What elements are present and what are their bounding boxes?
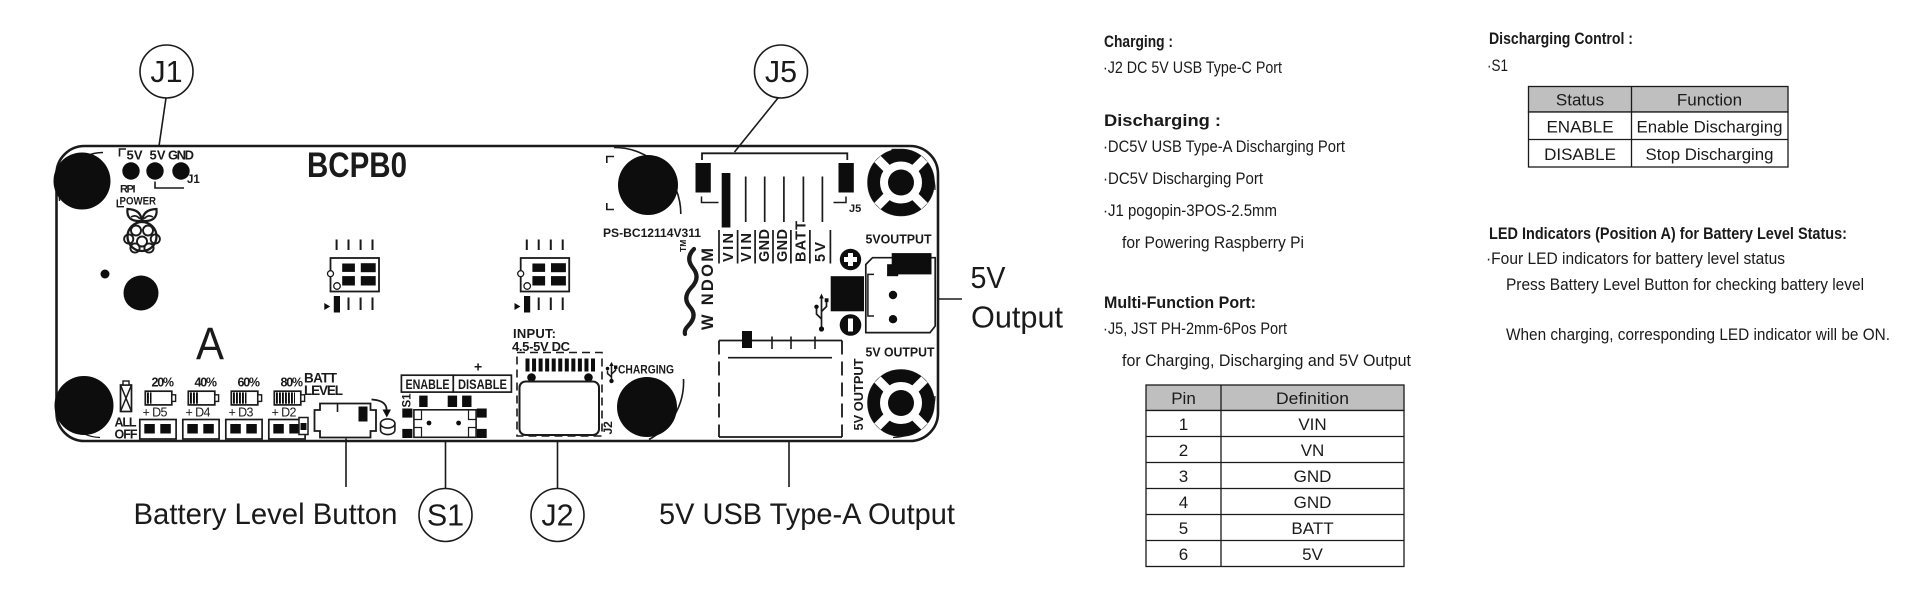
svg-text:INPUT:: INPUT: — [513, 326, 556, 341]
svg-text:Function: Function — [1677, 91, 1742, 110]
svg-text:5V: 5V — [127, 148, 143, 163]
svg-text:LEVEL: LEVEL — [304, 383, 343, 398]
svg-text:5V: 5V — [150, 148, 166, 163]
svg-text:·DC5V USB Type-A Discharging P: ·DC5V USB Type-A Discharging Port — [1103, 137, 1345, 156]
svg-text:J1: J1 — [150, 55, 182, 89]
svg-text:VIN: VIN — [1298, 415, 1326, 434]
svg-text:5V USB Type-A Output: 5V USB Type-A Output — [659, 498, 956, 531]
svg-text:5V OUTPUT: 5V OUTPUT — [851, 358, 866, 430]
svg-text:DISABLE: DISABLE — [458, 377, 507, 392]
svg-text:BATT: BATT — [1291, 519, 1333, 538]
svg-text:LED Indicators (Position A) fo: LED Indicators (Position A) for Battery … — [1489, 224, 1847, 243]
svg-text:ENABLE: ENABLE — [1546, 118, 1613, 137]
svg-text:5: 5 — [1179, 519, 1188, 538]
svg-text:6: 6 — [1179, 545, 1188, 564]
svg-text:+ D5: + D5 — [143, 406, 168, 420]
svg-text:60%: 60% — [238, 376, 261, 390]
svg-text:5V OUTPUT: 5V OUTPUT — [866, 345, 935, 360]
svg-text:VN: VN — [1301, 441, 1325, 460]
svg-text:+: + — [474, 359, 482, 375]
svg-text:CHARGING: CHARGING — [618, 365, 674, 377]
svg-text:GND: GND — [775, 229, 791, 262]
svg-text:VIN: VIN — [739, 233, 755, 262]
svg-text:TM: TM — [678, 240, 688, 252]
svg-text:When charging, corresponding L: When charging, corresponding LED indicat… — [1506, 325, 1890, 344]
svg-text:5V: 5V — [971, 260, 1006, 295]
svg-text:5V: 5V — [813, 242, 829, 262]
svg-text:J2: J2 — [541, 499, 573, 533]
svg-text:Charging :: Charging : — [1104, 32, 1173, 51]
svg-text:GND: GND — [1294, 493, 1332, 512]
svg-text:Output: Output — [971, 300, 1063, 335]
svg-text:J5: J5 — [765, 55, 797, 89]
svg-text:DISABLE: DISABLE — [1544, 145, 1616, 164]
svg-text:·J1 pogopin-3POS-2.5mm: ·J1 pogopin-3POS-2.5mm — [1103, 201, 1277, 220]
svg-text:J5: J5 — [849, 203, 861, 215]
svg-text:·J2 DC 5V USB Type-C Port: ·J2 DC 5V USB Type-C Port — [1103, 58, 1282, 77]
svg-text:A: A — [196, 318, 224, 369]
svg-text:Press Battery Level Button for: Press Battery Level Button for checking … — [1506, 275, 1864, 294]
svg-text:W NDOM: W NDOM — [699, 248, 717, 330]
svg-text:·DC5V Discharging Port: ·DC5V Discharging Port — [1103, 169, 1263, 188]
svg-text:Enable Discharging: Enable Discharging — [1637, 118, 1783, 137]
svg-text:BATT: BATT — [304, 371, 338, 386]
svg-text:for Powering Raspberry Pi: for Powering Raspberry Pi — [1122, 233, 1304, 252]
svg-text:POWER: POWER — [120, 196, 157, 208]
svg-text:for Charging, Discharging and: for Charging, Discharging and 5V Output — [1122, 351, 1411, 370]
svg-text:+ D4: + D4 — [186, 406, 211, 420]
svg-text:GND: GND — [1294, 467, 1332, 486]
svg-text:BCPB0: BCPB0 — [307, 145, 407, 185]
svg-text:Status: Status — [1556, 91, 1604, 110]
svg-text:Stop Discharging: Stop Discharging — [1646, 145, 1774, 164]
svg-text:RPI: RPI — [120, 184, 136, 196]
svg-text:S1: S1 — [402, 393, 414, 408]
svg-text:GND: GND — [168, 148, 194, 163]
svg-text:+ D2: + D2 — [272, 406, 297, 420]
svg-text:·J5, JST PH-2mm-6Pos Port: ·J5, JST PH-2mm-6Pos Port — [1103, 319, 1287, 338]
svg-text:PS-BC12114V311: PS-BC12114V311 — [603, 226, 701, 240]
svg-text:5V: 5V — [1302, 545, 1323, 564]
svg-text:80%: 80% — [281, 376, 304, 390]
svg-text:Battery Level Button: Battery Level Button — [134, 498, 398, 531]
svg-text:·S1: ·S1 — [1487, 56, 1508, 75]
svg-text:2: 2 — [1179, 441, 1188, 460]
svg-text:VIN: VIN — [721, 233, 737, 262]
svg-text:S1: S1 — [427, 499, 464, 533]
svg-text:1: 1 — [1179, 415, 1188, 434]
svg-text:J2: J2 — [601, 421, 615, 435]
svg-text:Definition: Definition — [1276, 389, 1349, 408]
svg-text:Discharging Control :: Discharging Control : — [1489, 29, 1633, 48]
svg-text:+ D3: + D3 — [229, 406, 254, 420]
svg-text:ENABLE: ENABLE — [406, 377, 450, 392]
svg-text:·Four LED indicators for batte: ·Four LED indicators for battery level s… — [1486, 249, 1785, 268]
svg-text:OFF: OFF — [115, 428, 138, 442]
svg-text:5VOUTPUT: 5VOUTPUT — [866, 232, 932, 247]
svg-text:4.5-5V DC: 4.5-5V DC — [512, 339, 571, 354]
svg-text:20%: 20% — [152, 376, 175, 390]
svg-text:GND: GND — [757, 229, 773, 262]
svg-text:Pin: Pin — [1171, 389, 1196, 408]
svg-text:3: 3 — [1179, 467, 1188, 486]
svg-text:Multi-Function Port:: Multi-Function Port: — [1104, 293, 1256, 312]
svg-text:Discharging :: Discharging : — [1104, 111, 1221, 130]
svg-text:ALL: ALL — [115, 416, 137, 430]
svg-text:40%: 40% — [195, 376, 218, 390]
svg-text:J1: J1 — [187, 174, 200, 186]
svg-text:BATT: BATT — [794, 221, 810, 262]
svg-text:4: 4 — [1179, 493, 1188, 512]
